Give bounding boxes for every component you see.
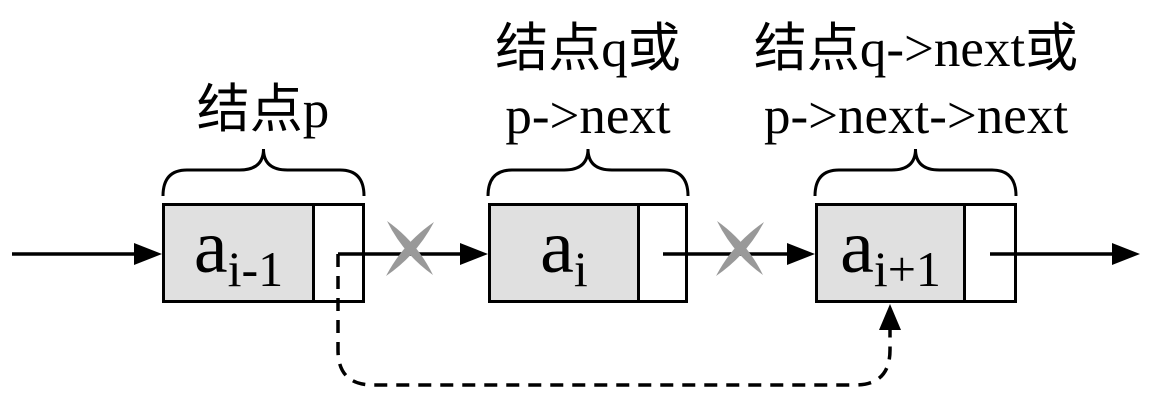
link-p-to-q-arrowhead-icon	[460, 243, 488, 265]
cross-out-mark-1	[386, 221, 434, 276]
brace-node-q	[486, 148, 690, 197]
outgoing-arrowhead-icon	[1112, 243, 1140, 265]
label-node-p: 结点p	[197, 77, 330, 144]
label-node-q-line2: p->next	[505, 87, 671, 145]
cross-stroke	[717, 221, 763, 275]
link-q-to-next-arrowhead-icon	[787, 243, 815, 265]
node-value: a	[840, 205, 874, 289]
label-node-q-next-line1: 结点q->next或	[753, 20, 1079, 78]
node-pointer-field	[640, 206, 685, 300]
cross-stroke	[716, 222, 764, 276]
brace-node-q-next	[813, 148, 1018, 197]
label-node-q-next-line2: p->next->next	[763, 87, 1069, 145]
cross-stroke	[386, 222, 434, 276]
label-node-q-next: 结点q->next或 p->next->next	[754, 16, 1078, 150]
cross-out-mark-2	[716, 221, 764, 276]
label-node-q: 结点q或 p->next	[495, 16, 681, 150]
node-value-subscript: i	[573, 241, 588, 297]
brace-node-p	[161, 148, 366, 197]
node-pointer-field	[966, 206, 1014, 300]
cross-stroke	[387, 221, 433, 275]
node-value: a	[540, 205, 574, 289]
incoming-arrowhead-icon	[134, 243, 162, 265]
node-pointer-field	[315, 206, 362, 300]
label-node-p-line1: 结点p	[196, 81, 330, 139]
dashed-new-link-arrowhead-icon	[879, 304, 901, 330]
label-node-q-line1: 结点q或	[495, 20, 681, 78]
node-value-subscript: i-1	[227, 241, 284, 297]
node-value: a	[193, 205, 228, 289]
node-value-subscript: i+1	[873, 241, 941, 297]
